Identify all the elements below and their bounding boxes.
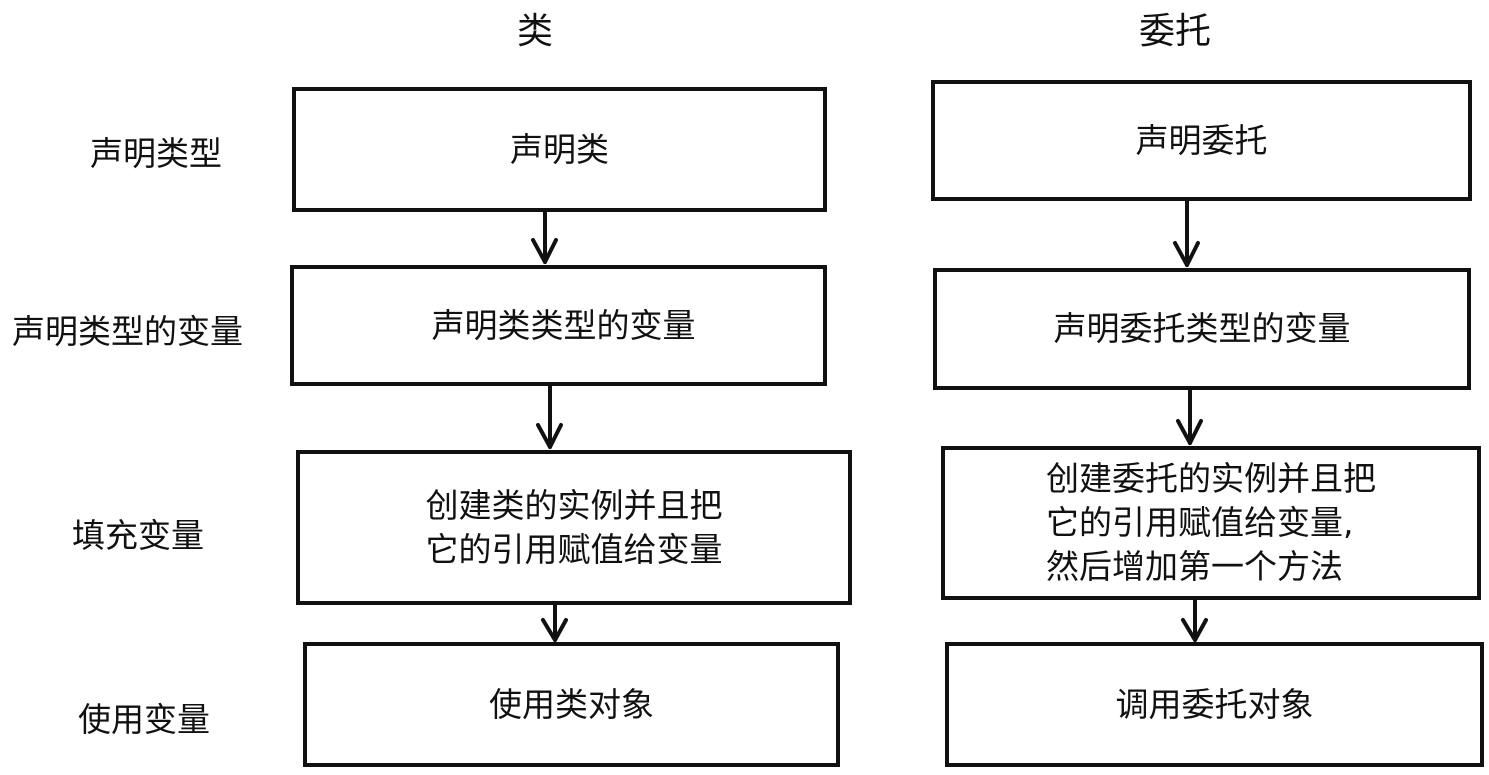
class-column-title: 类 (516, 11, 553, 52)
class-step-3-line-1: 创建类的实例并且把 (425, 485, 723, 525)
delegate-step-declare-delegate: 声明委托 (931, 80, 1472, 201)
delegate-step-3-line-2: 它的引用赋值给变量, (1046, 503, 1354, 542)
delegate-step-invoke-object: 调用委托对象 (945, 642, 1484, 767)
class-arrow-1 (531, 210, 558, 264)
class-step-4-line-1: 使用类对象 (489, 684, 654, 724)
delegate-arrow-2 (1176, 388, 1203, 445)
row-label-use-variable: 使用变量 (78, 700, 210, 739)
delegate-column-title: 委托 (1138, 11, 1211, 52)
class-step-use-object: 使用类对象 (303, 642, 840, 767)
delegate-step-3-line-3: 然后增加第一个方法 (1046, 547, 1343, 586)
delegate-step-create-instance: 创建委托的实例并且把 它的引用赋值给变量, 然后增加第一个方法 (941, 446, 1481, 600)
delegate-arrow-3 (1181, 598, 1208, 642)
class-step-create-instance: 创建类的实例并且把 它的引用赋值给变量 (296, 450, 852, 605)
class-step-declare-class: 声明类 (292, 87, 827, 212)
delegate-step-2-line-1: 声明委托类型的变量 (1053, 309, 1351, 348)
class-step-1-line-1: 声明类 (510, 129, 609, 169)
class-arrow-2 (536, 384, 563, 449)
delegate-arrow-1 (1173, 199, 1200, 267)
class-step-2-line-1: 声明类类型的变量 (431, 305, 696, 345)
delegate-step-1-line-1: 声明委托 (1135, 120, 1268, 160)
row-label-fill-variable: 填充变量 (72, 516, 204, 555)
delegate-step-declare-variable: 声明委托类型的变量 (933, 268, 1471, 390)
row-label-declare-type: 声明类型 (90, 134, 222, 173)
delegate-step-3-line-1: 创建委托的实例并且把 (1046, 459, 1376, 498)
class-arrow-3 (541, 601, 568, 642)
row-label-declare-variable: 声明类型的变量 (12, 312, 243, 351)
delegate-step-4-line-1: 调用委托对象 (1115, 684, 1314, 724)
class-step-declare-variable: 声明类类型的变量 (290, 265, 827, 386)
class-step-3-line-2: 它的引用赋值给变量 (425, 529, 723, 569)
